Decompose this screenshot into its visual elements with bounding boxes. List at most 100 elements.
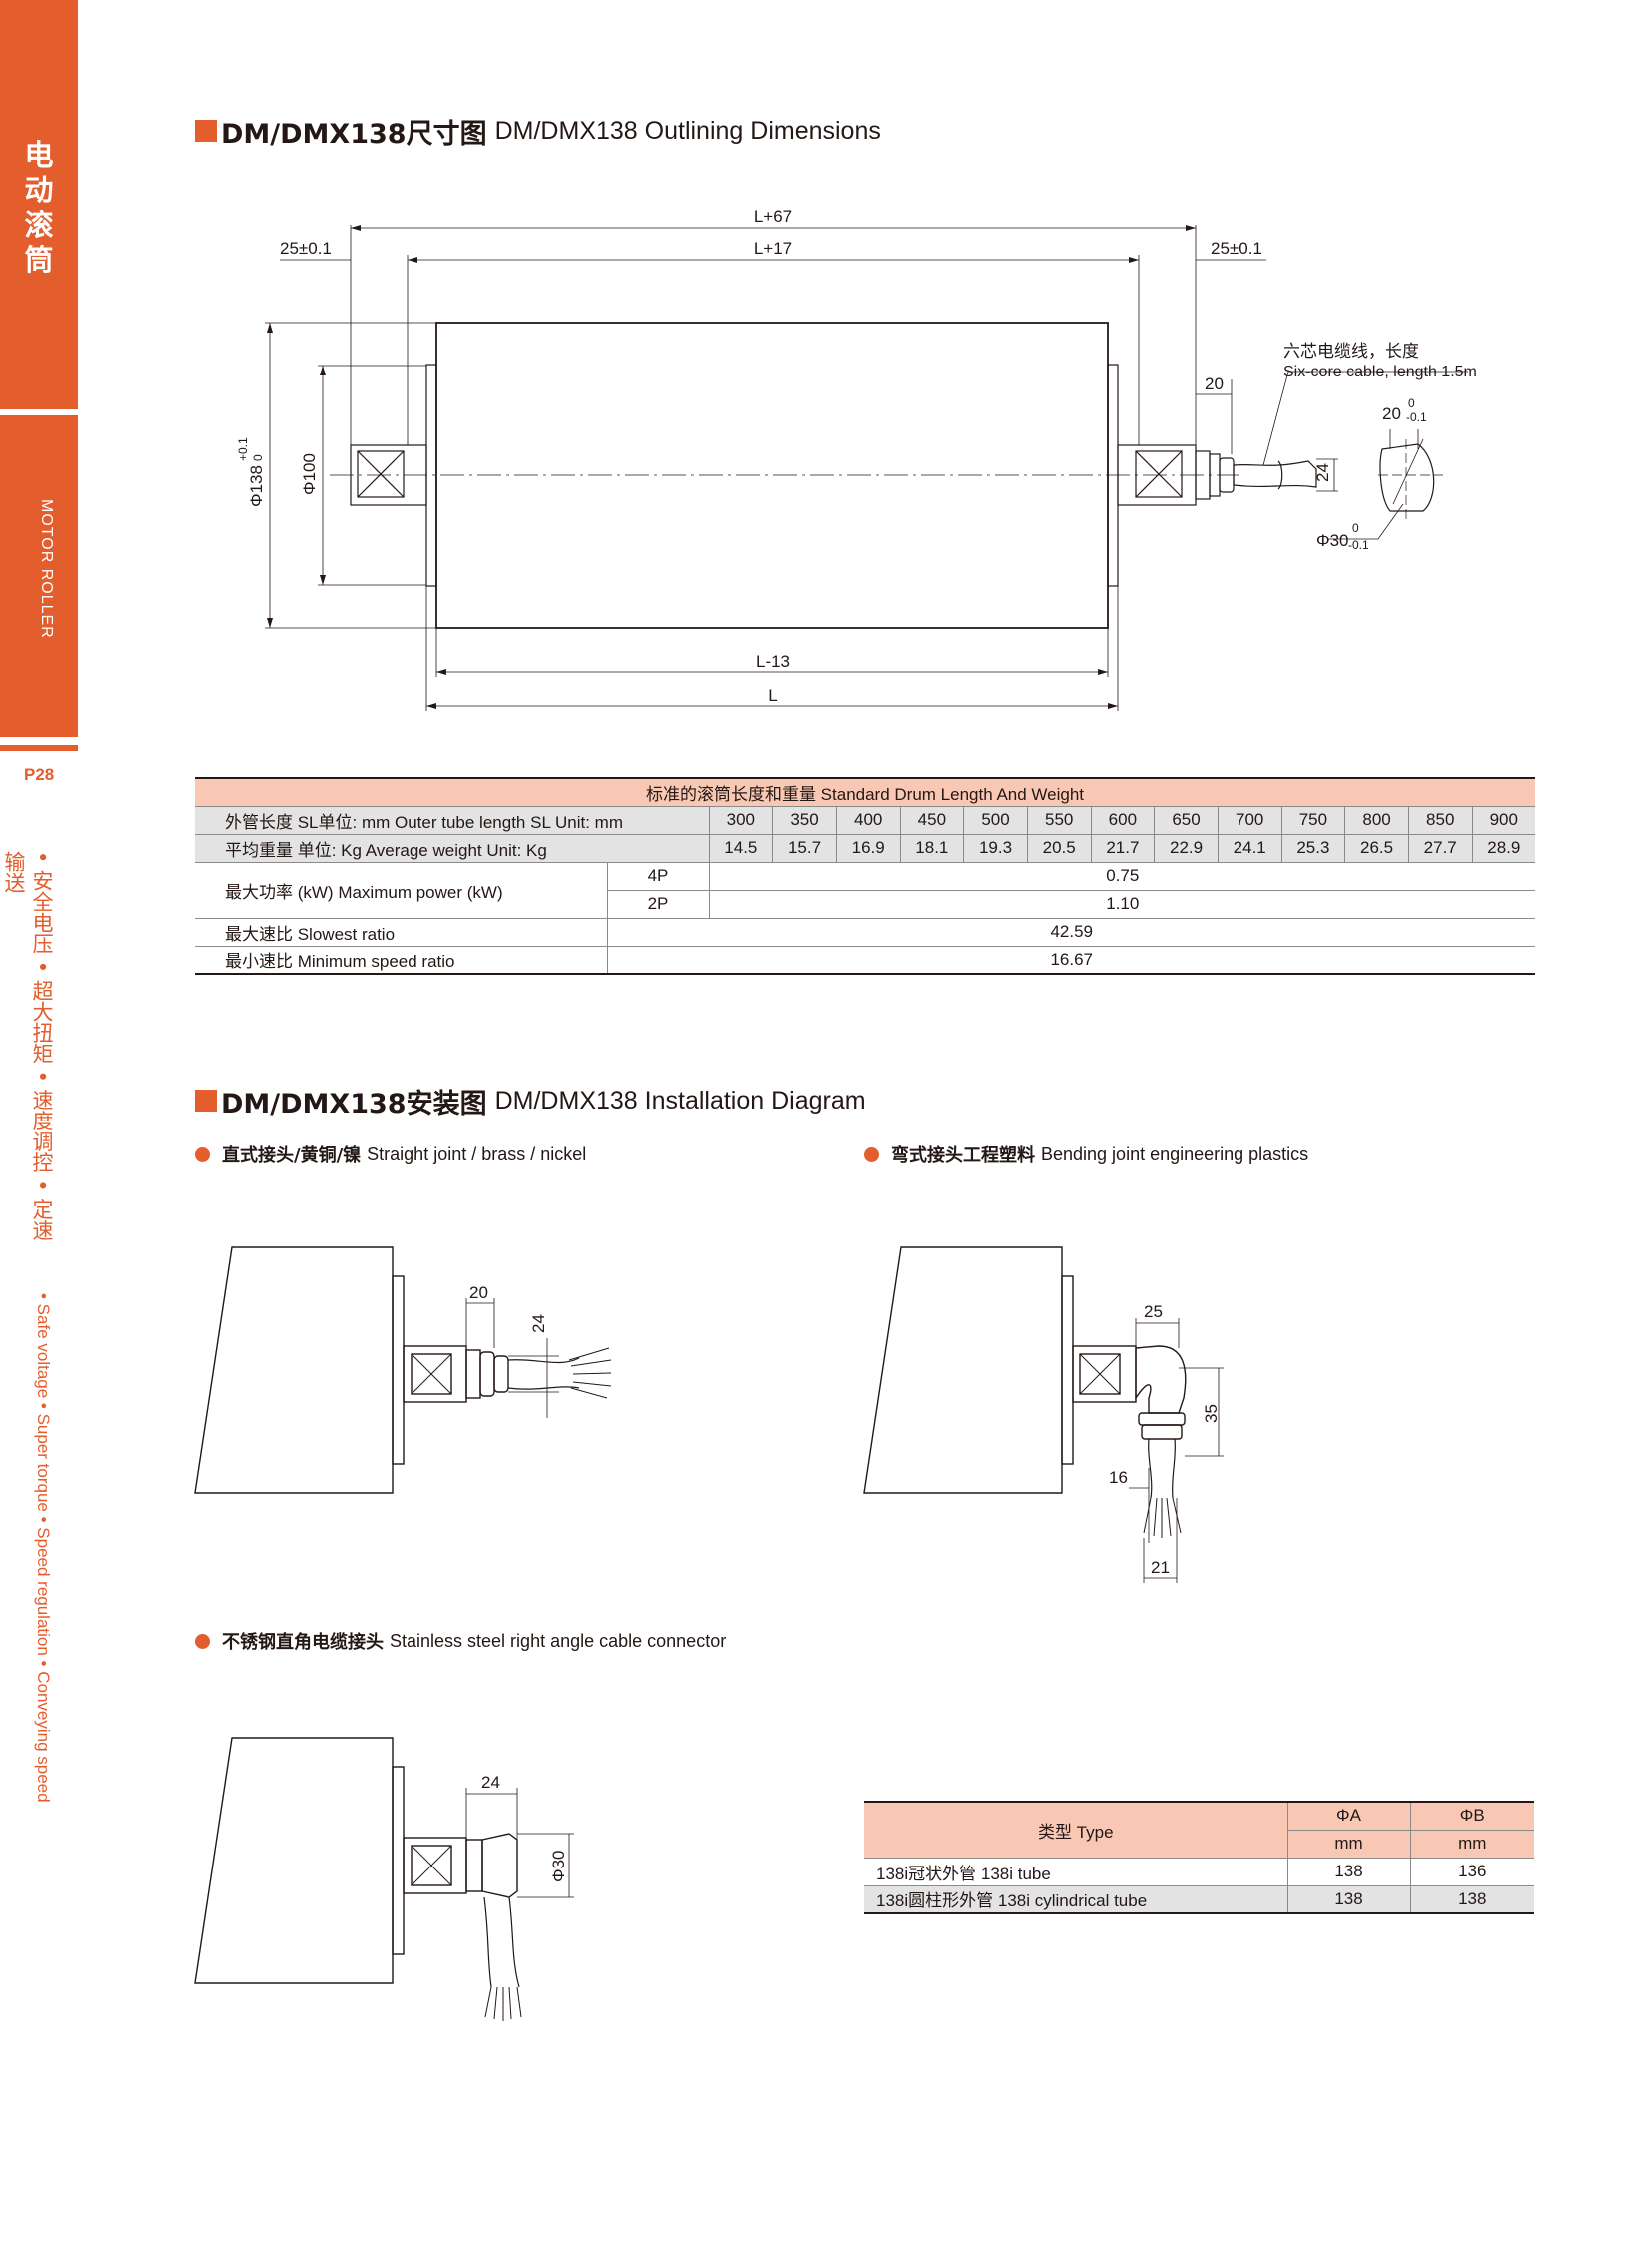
type-b: 136 bbox=[1409, 1858, 1534, 1886]
weight-cell: 26.5 bbox=[1344, 834, 1409, 863]
caption-en: Stainless steel right angle cable connec… bbox=[390, 1630, 727, 1651]
dim-20: 20 bbox=[1205, 374, 1224, 393]
features-cn: • 安全电压 • 超大扭矩 • 速度调控 • 定速输送 bbox=[2, 851, 54, 1241]
length-cell: 900 bbox=[1471, 806, 1535, 835]
weight-cell: 19.3 bbox=[963, 834, 1028, 863]
power-4p-value: 0.75 bbox=[708, 862, 1535, 891]
type-a: 138 bbox=[1286, 1858, 1410, 1886]
outline-drawing: L+67 L+17 25±0.1 25±0.1 六芯电缆线，长度 Six-cor… bbox=[236, 207, 1477, 711]
cable-section bbox=[1379, 443, 1435, 512]
cable-note-en: Six-core cable, length 1.5m bbox=[1283, 364, 1477, 380]
type-table-unit-row: mm mm bbox=[864, 1830, 1534, 1859]
features-en: • Safe voltage • Super torque • Speed re… bbox=[34, 1293, 53, 1803]
dim-24: 24 bbox=[1313, 463, 1332, 482]
length-cell: 750 bbox=[1280, 806, 1345, 835]
caption-en: Bending joint engineering plastics bbox=[1041, 1143, 1309, 1164]
spec-table: 标准的滚筒长度和重量 Standard Drum Length And Weig… bbox=[195, 777, 1535, 975]
page-number: P28 bbox=[24, 765, 55, 784]
type-header: 类型 Type bbox=[864, 1801, 1287, 1859]
dim-tol-left: 25±0.1 bbox=[280, 239, 332, 258]
weight-cell: 14.5 bbox=[708, 834, 773, 863]
caption-en: Straight joint / brass / nickel bbox=[367, 1143, 587, 1164]
cable-note-cn: 六芯电缆线，长度 bbox=[1283, 342, 1419, 361]
stainless-dim-phi30: Φ30 bbox=[549, 1851, 568, 1882]
bending-drum bbox=[863, 1246, 1063, 1494]
length-cell: 300 bbox=[708, 806, 773, 835]
type-a: 138 bbox=[1286, 1885, 1410, 1914]
bending-dim-25: 25 bbox=[1144, 1302, 1163, 1321]
straight-dim-20: 20 bbox=[469, 1283, 488, 1302]
weight-cell: 24.1 bbox=[1217, 834, 1282, 863]
tol-zero: 0 bbox=[1408, 396, 1415, 410]
power-label: 最大功率 (kW) Maximum power (kW) bbox=[195, 862, 607, 919]
section-title-dimensions: DM/DMX138尺寸图 DM/DMX138 Outlining Dimensi… bbox=[195, 114, 881, 150]
dim-phi100: Φ100 bbox=[300, 453, 319, 495]
weight-cell: 21.7 bbox=[1090, 834, 1155, 863]
spec-table-title: 标准的滚筒长度和重量 Standard Drum Length And Weig… bbox=[195, 777, 1535, 807]
section-title-en: DM/DMX138 Outlining Dimensions bbox=[494, 116, 881, 145]
spec-table-title-row: 标准的滚筒长度和重量 Standard Drum Length And Weig… bbox=[195, 777, 1535, 807]
length-cell: 600 bbox=[1090, 806, 1155, 835]
dim-l67: L+67 bbox=[754, 207, 792, 226]
power-2p-label: 2P bbox=[606, 890, 709, 919]
weight-row: 平均重量 单位: Kg Average weight Unit: Kg 14.5… bbox=[195, 834, 1535, 863]
type-name: 138i圆柱形外管 138i cylindrical tube bbox=[864, 1885, 1287, 1914]
caption-stainless-connector: 不锈钢直角电缆接头 Stainless steel right angle ca… bbox=[195, 1628, 726, 1654]
sidebar-title-cn: 电 动 滚 筒 bbox=[0, 138, 78, 278]
tol-zero: 0 bbox=[251, 454, 265, 461]
section-title-en: DM/DMX138 Installation Diagram bbox=[494, 1086, 866, 1115]
weight-cell: 18.1 bbox=[899, 834, 964, 863]
type-b: 138 bbox=[1409, 1885, 1534, 1914]
length-cell: 400 bbox=[835, 806, 901, 835]
section-title-cn: DM/DMX138安装图 bbox=[221, 1088, 487, 1120]
unit-a: mm bbox=[1286, 1830, 1410, 1859]
sidebar-char: 滚 bbox=[24, 208, 54, 242]
type-table: 类型 Type ΦA ΦB mm mm 138i冠状外管 138i tube 1… bbox=[864, 1801, 1534, 1914]
type-row: 138i冠状外管 138i tube 138 136 bbox=[864, 1858, 1534, 1886]
caption-bending-joint: 弯式接头工程塑料 Bending joint engineering plast… bbox=[864, 1141, 1308, 1167]
dim-20-section: 20 bbox=[1382, 404, 1401, 423]
straight-drum bbox=[194, 1246, 394, 1494]
length-cell: 450 bbox=[899, 806, 964, 835]
weight-cell: 28.9 bbox=[1471, 834, 1535, 863]
type-table-header: 类型 Type ΦA ΦB bbox=[864, 1801, 1534, 1859]
bullet-dot-icon bbox=[195, 1146, 210, 1162]
length-label: 外管长度 SL单位: mm Outer tube length SL Unit:… bbox=[195, 806, 709, 835]
length-cell: 850 bbox=[1407, 806, 1473, 835]
tol-minus: -0.1 bbox=[1406, 410, 1427, 424]
bullet-dot-icon bbox=[864, 1146, 879, 1162]
sidebar-title-en: MOTOR ROLLER bbox=[38, 499, 55, 639]
min-ratio-row: 最小速比 Minimum speed ratio 16.67 bbox=[195, 946, 1535, 975]
power-2p-value: 1.10 bbox=[708, 890, 1535, 919]
title-square-icon bbox=[195, 1090, 217, 1112]
tol-minus: -0.1 bbox=[1348, 538, 1369, 552]
straight-dim-24: 24 bbox=[529, 1314, 548, 1333]
type-name: 138i冠状外管 138i tube bbox=[864, 1858, 1287, 1886]
sidebar-divider bbox=[0, 745, 78, 751]
weight-label: 平均重量 单位: Kg Average weight Unit: Kg bbox=[195, 834, 709, 863]
weight-cell: 20.5 bbox=[1026, 834, 1092, 863]
caption-cn: 弯式接头工程塑料 bbox=[891, 1145, 1035, 1166]
section-title-cn: DM/DMX138尺寸图 bbox=[221, 118, 487, 150]
caption-cn: 直式接头/黄铜/镍 bbox=[222, 1145, 362, 1166]
length-cell: 800 bbox=[1344, 806, 1409, 835]
tol-zero: 0 bbox=[1352, 521, 1359, 535]
phi-b-header: ΦB bbox=[1409, 1801, 1534, 1831]
tol-plus: +0.1 bbox=[236, 437, 250, 461]
length-cell: 650 bbox=[1154, 806, 1219, 835]
sidebar-top-band bbox=[0, 0, 78, 409]
length-row: 外管长度 SL单位: mm Outer tube length SL Unit:… bbox=[195, 806, 1535, 835]
power-4p-label: 4P bbox=[606, 862, 709, 891]
caption-cn: 不锈钢直角电缆接头 bbox=[222, 1632, 384, 1653]
weight-cell: 27.7 bbox=[1407, 834, 1473, 863]
dim-phi30: Φ30 bbox=[1316, 531, 1348, 550]
title-square-icon bbox=[195, 120, 217, 142]
section-title-installation: DM/DMX138安装图 DM/DMX138 Installation Diag… bbox=[195, 1084, 866, 1120]
stainless-drum bbox=[194, 1737, 394, 1984]
min-ratio-value: 16.67 bbox=[606, 946, 1535, 975]
sidebar-char: 筒 bbox=[24, 243, 54, 277]
bending-dim-35: 35 bbox=[1202, 1404, 1221, 1423]
weight-cell: 15.7 bbox=[772, 834, 837, 863]
length-cell: 700 bbox=[1217, 806, 1282, 835]
length-cell: 500 bbox=[963, 806, 1028, 835]
